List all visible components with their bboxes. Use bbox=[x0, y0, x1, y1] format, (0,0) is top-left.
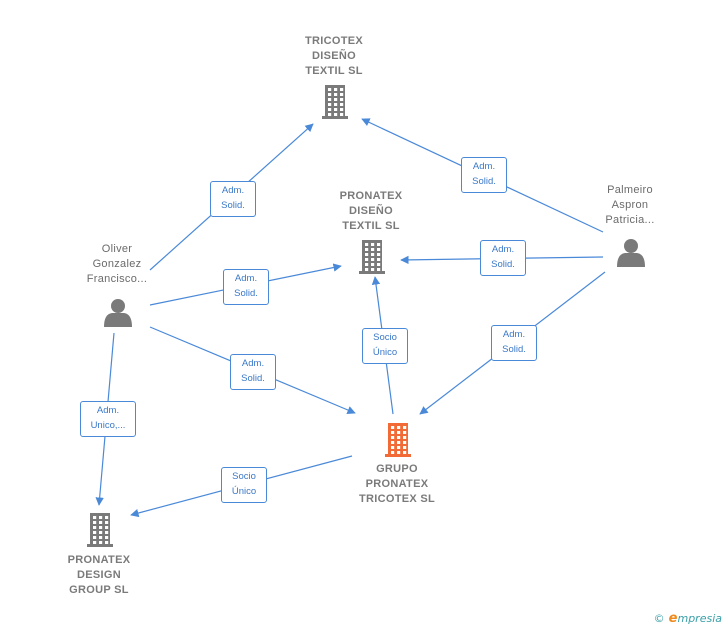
building-icon[interactable] bbox=[322, 85, 348, 119]
edge-label-line: Unico,... bbox=[90, 420, 126, 431]
edge-label-line: Adm. bbox=[241, 358, 265, 369]
node-label-line: Gonzalez bbox=[92, 258, 142, 270]
edge-label-line: Único bbox=[372, 347, 398, 358]
edge-label: Adm. Solid. bbox=[491, 325, 537, 361]
node-label-line: DISEÑO bbox=[349, 205, 393, 217]
edge-label-line: Adm. bbox=[234, 273, 258, 284]
edge-label-line: Adm. bbox=[221, 185, 245, 196]
edge-label: Adm. Solid. bbox=[210, 181, 256, 217]
edge-label: Adm. Unico,... bbox=[80, 401, 136, 437]
node-label-pronatex-diseno[interactable]: PRONATEX DISEÑO TEXTIL SL bbox=[311, 189, 431, 234]
node-label-line: Francisco... bbox=[86, 273, 148, 285]
edge-label: Adm. Solid. bbox=[223, 269, 269, 305]
node-label-line: Oliver bbox=[101, 243, 133, 255]
node-label-line: TEXTIL SL bbox=[305, 65, 363, 77]
node-label-pronatex-design[interactable]: PRONATEX DESIGN GROUP SL bbox=[39, 553, 159, 598]
node-label-line: TEXTIL SL bbox=[342, 220, 400, 232]
node-label-line: Patricia... bbox=[605, 214, 655, 226]
node-label-line: Aspron bbox=[611, 199, 649, 211]
node-label-line: Palmeiro bbox=[607, 184, 653, 196]
edge-label-line: Solid. bbox=[221, 200, 245, 211]
person-icon[interactable] bbox=[104, 299, 132, 327]
edge-label: Adm. Solid. bbox=[461, 157, 507, 193]
edge-label-line: Adm. bbox=[472, 161, 496, 172]
edge-label-line: Único bbox=[231, 486, 257, 497]
building-icon[interactable] bbox=[359, 240, 385, 274]
node-label-line: PRONATEX bbox=[365, 478, 429, 490]
building-icon[interactable] bbox=[87, 513, 113, 547]
edge-label: Adm. Solid. bbox=[480, 240, 526, 276]
node-label-line: GRUPO bbox=[376, 463, 418, 475]
node-label-line: DESIGN bbox=[77, 569, 121, 581]
edge-label: Adm. Solid. bbox=[230, 354, 276, 390]
edge-label-line: Adm. bbox=[491, 244, 515, 255]
brand-name: mpresia bbox=[677, 612, 722, 625]
node-label-line: PRONATEX bbox=[339, 190, 403, 202]
node-label-line: TRICOTEX bbox=[304, 35, 363, 47]
node-label-line: GROUP SL bbox=[69, 584, 129, 596]
node-label-line: TRICOTEX SL bbox=[358, 493, 436, 505]
edge-label-line: Adm. bbox=[502, 329, 526, 340]
edge-label-line: Solid. bbox=[234, 288, 258, 299]
edge-label-line: Socio bbox=[373, 332, 397, 343]
building-icon[interactable] bbox=[385, 423, 411, 457]
edge-label-line: Solid. bbox=[491, 259, 515, 270]
node-label-line: PRONATEX bbox=[67, 554, 131, 566]
person-icon[interactable] bbox=[617, 239, 645, 267]
edge-label-line: Solid. bbox=[472, 176, 496, 187]
edge-label-line: Adm. bbox=[96, 405, 120, 416]
edge-label-line: Solid. bbox=[241, 373, 265, 384]
edge-label-line: Solid. bbox=[502, 344, 526, 355]
brand-watermark: ©empresia bbox=[654, 611, 722, 626]
node-label-grupo-pronatex[interactable]: GRUPO PRONATEX TRICOTEX SL bbox=[337, 462, 457, 507]
node-label-tricotex-diseno[interactable]: TRICOTEX DISEÑO TEXTIL SL bbox=[274, 34, 394, 79]
edge-label-line: Socio bbox=[232, 471, 256, 482]
node-label-line: DISEÑO bbox=[312, 50, 356, 62]
copyright-symbol: © bbox=[653, 612, 665, 625]
brand-initial: e bbox=[668, 611, 678, 626]
